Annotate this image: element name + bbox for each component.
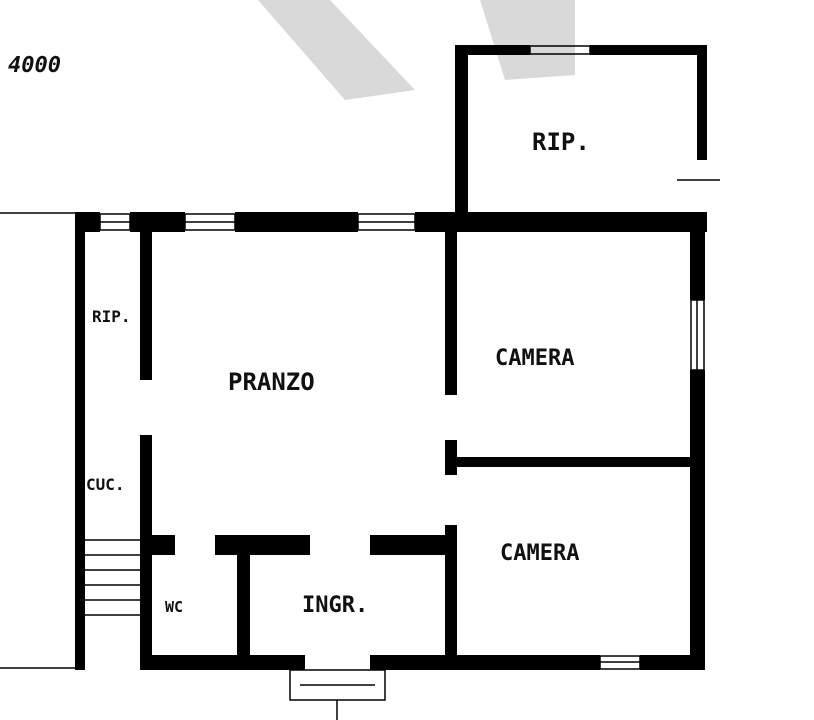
walls [75, 45, 707, 670]
room-label-wc: WC [165, 598, 183, 616]
windows [0, 45, 720, 720]
room-label-bedroom-1: CAMERA [495, 346, 574, 371]
room-label-bedroom-2: CAMERA [500, 541, 579, 566]
scale-note: 4000 [8, 53, 61, 78]
room-label-kitchen: CUC. [86, 475, 125, 494]
room-label-entrance: INGR. [302, 593, 368, 618]
room-label-storage-left: RIP. [92, 307, 131, 326]
room-label-storage-top: RIP. [532, 128, 590, 156]
watermark [258, 0, 575, 100]
room-labels: 4000 RIP. RIP. PRANZO CAMERA CAMERA CUC.… [8, 53, 590, 618]
room-label-dining: PRANZO [228, 368, 315, 396]
